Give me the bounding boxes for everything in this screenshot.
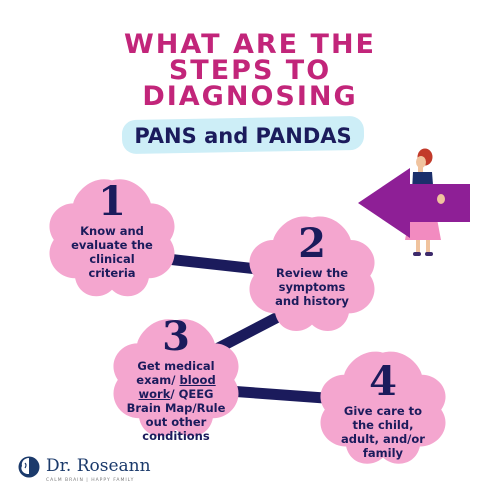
blood-work-link[interactable]: blood xyxy=(179,373,216,387)
step-text-line: Get medical xyxy=(137,359,215,373)
subtitle: PANS and PANDAS xyxy=(134,124,352,148)
brand-tagline: CALM BRAIN | HAPPY FAMILY xyxy=(46,478,135,483)
brain-logo-icon xyxy=(18,456,40,478)
step-text: Know and evaluate the clinical criteria xyxy=(52,224,172,280)
step-number: 4 xyxy=(369,358,397,405)
step-text-part: exam/ xyxy=(136,373,180,387)
connector-line xyxy=(152,252,272,276)
step-text-line: symptoms xyxy=(278,280,346,294)
step-text-line: evaluate the xyxy=(71,238,153,252)
step-text-line: Know and xyxy=(80,224,144,238)
step-text-line: conditions xyxy=(142,429,210,443)
step-text-line: the child, xyxy=(352,418,414,432)
step-2: 2 Review the symptoms and history xyxy=(252,220,372,309)
title-line: WHAT ARE THE xyxy=(124,29,376,60)
step-number: 2 xyxy=(298,220,326,267)
step-number: 1 xyxy=(98,178,126,225)
title-line: DIAGNOSING xyxy=(142,81,358,112)
step-4: 4 Give care to the child, adult, and/or … xyxy=(323,358,443,461)
woman-holding-arrow-illustration xyxy=(358,148,470,256)
step-text-line: out other xyxy=(145,415,207,429)
step-text: Get medical exam/ blood work/ QEEG Brain… xyxy=(112,359,240,443)
step-text-line: family xyxy=(362,446,404,460)
brand-name: Dr. Roseann xyxy=(46,456,151,476)
step-text-line: criteria xyxy=(88,266,136,280)
step-text: Review the symptoms and history xyxy=(252,266,372,308)
step-1: 1 Know and evaluate the clinical criteri… xyxy=(52,178,172,281)
title-line: STEPS TO xyxy=(168,55,332,86)
step-text-line: Give care to xyxy=(343,404,423,418)
blood-work-link[interactable]: work xyxy=(138,387,171,401)
step-number: 3 xyxy=(162,313,190,360)
step-text-line: Review the xyxy=(275,266,348,280)
step-text-line: adult, and/or xyxy=(341,432,425,446)
step-text-line: Brain Map/Rule xyxy=(126,401,226,415)
step-text-part: / QEEG xyxy=(170,387,214,401)
step-text-line: clinical xyxy=(89,252,135,266)
step-text-line: and history xyxy=(275,294,349,308)
step-text-line: work/ QEEG xyxy=(112,387,240,401)
step-3: 3 Get medical exam/ blood work/ QEEG Bra… xyxy=(112,313,240,444)
step-text-line: exam/ blood xyxy=(112,373,240,387)
step-text: Give care to the child, adult, and/or fa… xyxy=(323,404,443,460)
page-title: WHAT ARE THE STEPS TO DIAGNOSING xyxy=(0,29,500,112)
